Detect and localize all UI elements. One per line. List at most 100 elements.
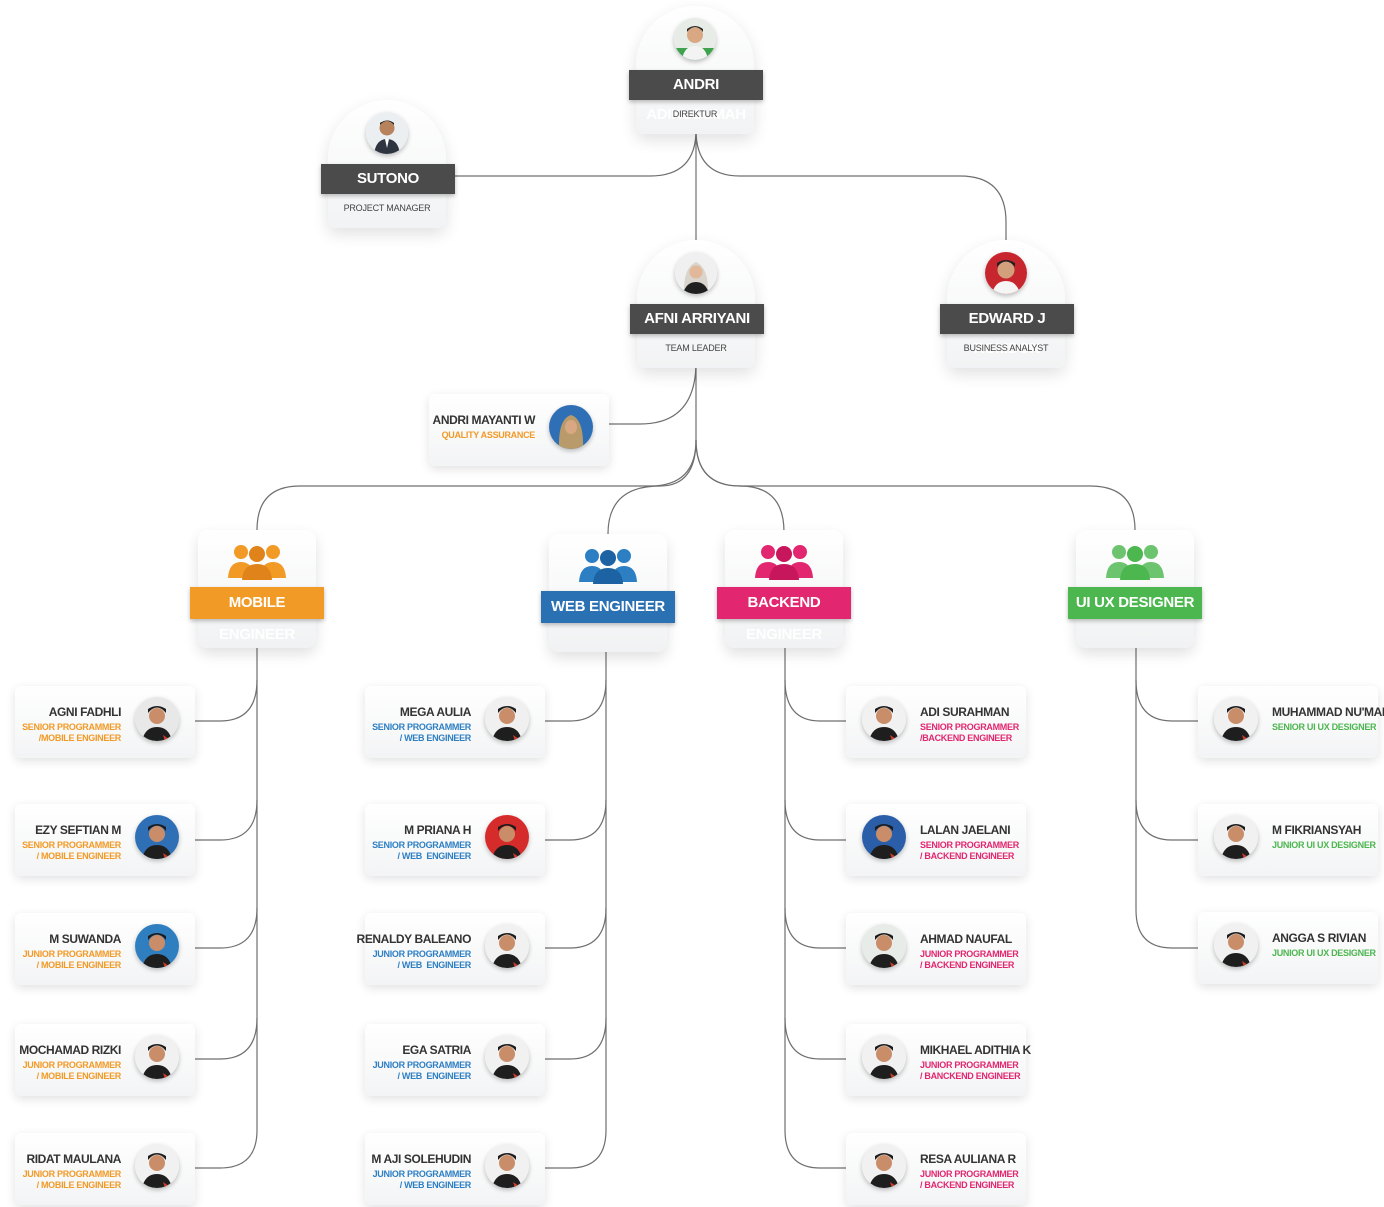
member-card: RIDAT MAULANA JUNIOR PROGRAMMER / MOBILE …	[15, 1133, 195, 1205]
member-name: EZY SEFTIAN M	[35, 823, 121, 837]
name-label: ANDRI ADIKUSUMAH	[629, 70, 763, 123]
member-role: JUNIOR PROGRAMMER / WEB ENGINEER	[372, 1060, 472, 1081]
member-card: MUHAMMAD NU'MAN SENIOR UI UX DESIGNER	[1198, 686, 1384, 758]
member-name: RENALDY BALEANO	[356, 932, 472, 946]
member-name: LALAN JAELANI	[920, 823, 1011, 837]
avatar	[862, 924, 906, 968]
member-card: M SUWANDA JUNIOR PROGRAMMER / MOBILE ENGI…	[15, 913, 195, 985]
team-label: UI UX DESIGNER	[1068, 587, 1202, 619]
avatar	[1214, 923, 1258, 967]
avatar	[135, 815, 179, 859]
people-group-icon	[755, 545, 813, 580]
role-label: DIREKTUR	[672, 109, 718, 119]
team-label: MOBILE ENGINEER	[190, 587, 324, 643]
team-label: WEB ENGINEER	[541, 591, 675, 623]
member-card: MIKHAEL ADITHIA K JUNIOR PROGRAMMER / BAN…	[846, 1024, 1031, 1096]
member-name: MEGA AULIA	[399, 705, 472, 719]
business-analyst-card: EDWARD J ROMDON BUSINESS ANALYST	[940, 240, 1074, 380]
member-name: RIDAT MAULANA	[26, 1152, 121, 1166]
member-card: M PRIANA H SENIOR PROGRAMMER / WEB ENGINE…	[365, 804, 545, 876]
role-label: PROJECT MANAGER	[343, 203, 431, 213]
member-card: LALAN JAELANI SENIOR PROGRAMMER / BACKEND…	[846, 804, 1026, 876]
member-role: SENIOR PROGRAMMER / BACKEND ENGINEER	[920, 840, 1019, 861]
member-role: JUNIOR UI UX DESIGNER	[1272, 840, 1376, 850]
member-card: RENALDY BALEANO JUNIOR PROGRAMMER / WEB E…	[357, 913, 545, 985]
team-leader-card: AFNI ARRIYANI TEAM LEADER	[630, 240, 764, 380]
avatar	[485, 924, 529, 968]
member-role: SENIOR PROGRAMMER /MOBILE ENGINEER	[22, 722, 121, 743]
member-role: SENIOR PROGRAMMER /BACKEND ENGINEER	[920, 722, 1019, 743]
member-role: JUNIOR PROGRAMMER / BANCKEND ENGINEER	[920, 1060, 1021, 1081]
member-card: M FIKRIANSYAH JUNIOR UI UX DESIGNER	[1198, 804, 1378, 876]
member-name: ANGGA S RIVIAN	[1272, 931, 1366, 945]
avatar	[862, 1144, 906, 1188]
member-card: ANGGA S RIVIAN JUNIOR UI UX DESIGNER	[1198, 912, 1378, 984]
member-role: JUNIOR PROGRAMMER / MOBILE ENGINEER	[22, 949, 122, 970]
member-role: JUNIOR UI UX DESIGNER	[1272, 948, 1376, 958]
avatar	[485, 697, 529, 741]
qa-card: ANDRI MAYANTI W QUALITY ASSURANCE	[429, 394, 609, 466]
member-name: ADI SURAHMAN	[920, 705, 1010, 719]
people-group-icon	[228, 545, 286, 580]
avatar	[135, 1035, 179, 1079]
avatar	[985, 252, 1027, 294]
member-name: ANDRI MAYANTI W	[432, 413, 536, 427]
member-name: MOCHAMAD RIZKI	[19, 1043, 121, 1057]
project-manager-card: SUTONO PROJECT MANAGER	[321, 100, 455, 240]
member-name: M PRIANA H	[404, 823, 471, 837]
member-name: EGA SATRIA	[402, 1043, 471, 1057]
avatar	[862, 815, 906, 859]
member-card: AGNI FADHLI SENIOR PROGRAMMER /MOBILE ENG…	[15, 686, 195, 758]
avatar	[1214, 815, 1258, 859]
member-role: SENIOR PROGRAMMER / WEB ENGINEER	[372, 722, 471, 743]
member-role: QUALITY ASSURANCE	[441, 430, 536, 440]
avatar	[862, 697, 906, 741]
member-role: SENIOR PROGRAMMER / WEB ENGINEER	[372, 840, 471, 861]
avatar	[135, 924, 179, 968]
avatar	[366, 112, 408, 154]
member-name: MUHAMMAD NU'MAN	[1272, 705, 1384, 719]
name-label: EDWARD J ROMDON	[940, 304, 1074, 357]
avatar	[485, 1035, 529, 1079]
member-name: AGNI FADHLI	[48, 705, 122, 719]
member-role: JUNIOR PROGRAMMER / WEB ENGINEER	[372, 949, 472, 970]
member-card: M AJI SOLEHUDIN JUNIOR PROGRAMMER / WEB E…	[365, 1133, 545, 1205]
member-role: JUNIOR PROGRAMMER / WEB ENGINEER	[372, 1169, 472, 1190]
avatar	[549, 405, 593, 449]
member-name: AHMAD NAUFAL	[920, 932, 1012, 946]
name-label: AFNI ARRIYANI	[630, 304, 764, 334]
role-label: BUSINESS ANALYST	[963, 343, 1049, 353]
avatar	[862, 1035, 906, 1079]
team-uiux-header: UI UX DESIGNER	[1068, 530, 1202, 648]
member-role: SENIOR UI UX DESIGNER	[1272, 722, 1377, 732]
people-group-icon	[579, 549, 637, 584]
team-backend-header: BACKEND ENGINEER	[717, 530, 851, 648]
team-mobile-header: MOBILE ENGINEER	[190, 530, 324, 648]
name-label: SUTONO	[321, 164, 455, 194]
people-group-icon	[1106, 545, 1164, 580]
avatar	[485, 1144, 529, 1188]
avatar	[675, 252, 717, 294]
member-role: SENIOR PROGRAMMER / MOBILE ENGINEER	[22, 840, 121, 861]
member-name: MIKHAEL ADITHIA K	[920, 1043, 1031, 1057]
member-name: M FIKRIANSYAH	[1272, 823, 1362, 837]
member-card: EGA SATRIA JUNIOR PROGRAMMER / WEB ENGINE…	[365, 1024, 545, 1096]
member-role: JUNIOR PROGRAMMER / BACKEND ENGINEER	[920, 949, 1019, 970]
avatar	[674, 18, 716, 60]
member-card: ADI SURAHMAN SENIOR PROGRAMMER /BACKEND E…	[846, 686, 1026, 758]
member-name: M AJI SOLEHUDIN	[371, 1152, 471, 1166]
team-web-header: WEB ENGINEER	[541, 534, 675, 652]
avatar	[135, 697, 179, 741]
role-label: TEAM LEADER	[665, 343, 727, 353]
member-card: EZY SEFTIAN M SENIOR PROGRAMMER / MOBILE …	[15, 804, 195, 876]
avatar	[135, 1144, 179, 1188]
member-card: MEGA AULIA SENIOR PROGRAMMER / WEB ENGINE…	[365, 686, 545, 758]
member-name: RESA AULIANA R	[920, 1152, 1016, 1166]
avatar	[1214, 697, 1258, 741]
director-card: ANDRI ADIKUSUMAH DIREKTUR	[629, 6, 763, 146]
team-label: BACKEND ENGINEER	[717, 587, 851, 643]
member-role: JUNIOR PROGRAMMER / MOBILE ENGINEER	[22, 1169, 122, 1190]
member-name: M SUWANDA	[49, 932, 121, 946]
